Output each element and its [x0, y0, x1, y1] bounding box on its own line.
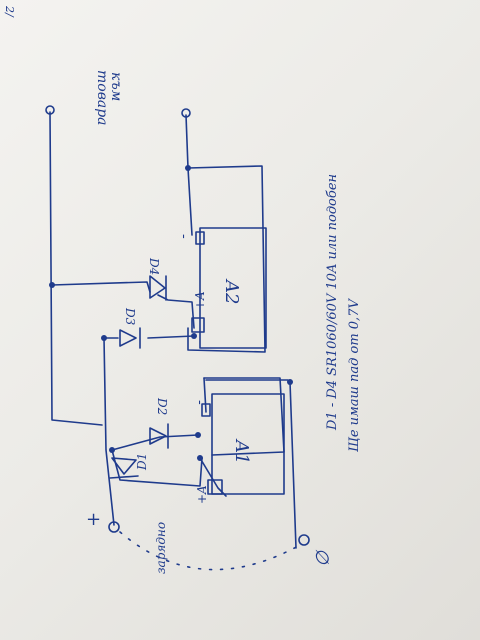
label-d1: D1 [135, 453, 149, 471]
wire-a1-ring [203, 377, 285, 456]
junction-dot [197, 455, 203, 461]
charger-dotted-arc [119, 531, 301, 571]
label-d2: D2 [155, 397, 169, 415]
terminals [45, 105, 310, 546]
label-minus: ∅ [311, 548, 332, 565]
junction-dot [49, 282, 55, 288]
label-a2-plus: +A [193, 291, 207, 310]
junction-dot [195, 432, 201, 438]
label-consumer-2: товара [94, 70, 110, 126]
diode-d1 [109, 457, 139, 479]
battery-a2-box [199, 227, 267, 349]
diode-d3 [119, 327, 141, 349]
label-charger: зарядно [154, 522, 168, 574]
wire-d4-feed [51, 281, 151, 293]
a2-plus-tab [191, 317, 205, 333]
a2-minus-tab [195, 231, 205, 245]
wire-d3-out [147, 335, 195, 339]
wire-a2-minus [187, 167, 193, 236]
junction-dot [185, 165, 191, 171]
label-a1-minus: - [192, 400, 208, 405]
label-d4: D4 [147, 257, 161, 275]
wire-d2 [111, 434, 199, 451]
label-a1-plus: +A [195, 485, 209, 504]
wire-d4-to-a2 [157, 294, 195, 329]
a1-plus-tab [207, 479, 223, 495]
wiring [49, 111, 297, 549]
wire-d1 [111, 449, 203, 487]
note-line-1: D1 - D4 SR1060/60V 10A или подобен [325, 174, 340, 431]
load-terminal-2 [181, 108, 191, 118]
diode-d4 [149, 275, 167, 301]
battery-a1-box [211, 393, 285, 495]
label-plus: + [86, 509, 101, 530]
wire-minus-rail [289, 381, 297, 549]
charger-minus-terminal [298, 534, 310, 546]
label-consumer-1: към [108, 72, 124, 101]
junction-dot [191, 333, 197, 339]
wire-a1-minus [203, 377, 207, 413]
junction-dot [101, 335, 107, 341]
label-a1: A1 [231, 438, 252, 464]
load-terminal-1 [45, 105, 55, 115]
junction-dot [109, 447, 115, 453]
note-line-2: Ще имаш пад от 0,7V [347, 298, 362, 452]
charger-plus-terminal [108, 521, 120, 533]
label-a2: A2 [221, 278, 242, 304]
label-a2-minus: - [176, 234, 192, 239]
a1-minus-tab [201, 403, 211, 417]
junction-dot [287, 379, 293, 385]
diode-d2 [149, 423, 169, 449]
wire-a2-ring [185, 114, 266, 353]
corner-mark: 2/ [3, 5, 16, 18]
label-d3: D3 [123, 307, 137, 326]
wire-charger-plus [103, 337, 115, 526]
wire-load-rail [49, 111, 103, 426]
